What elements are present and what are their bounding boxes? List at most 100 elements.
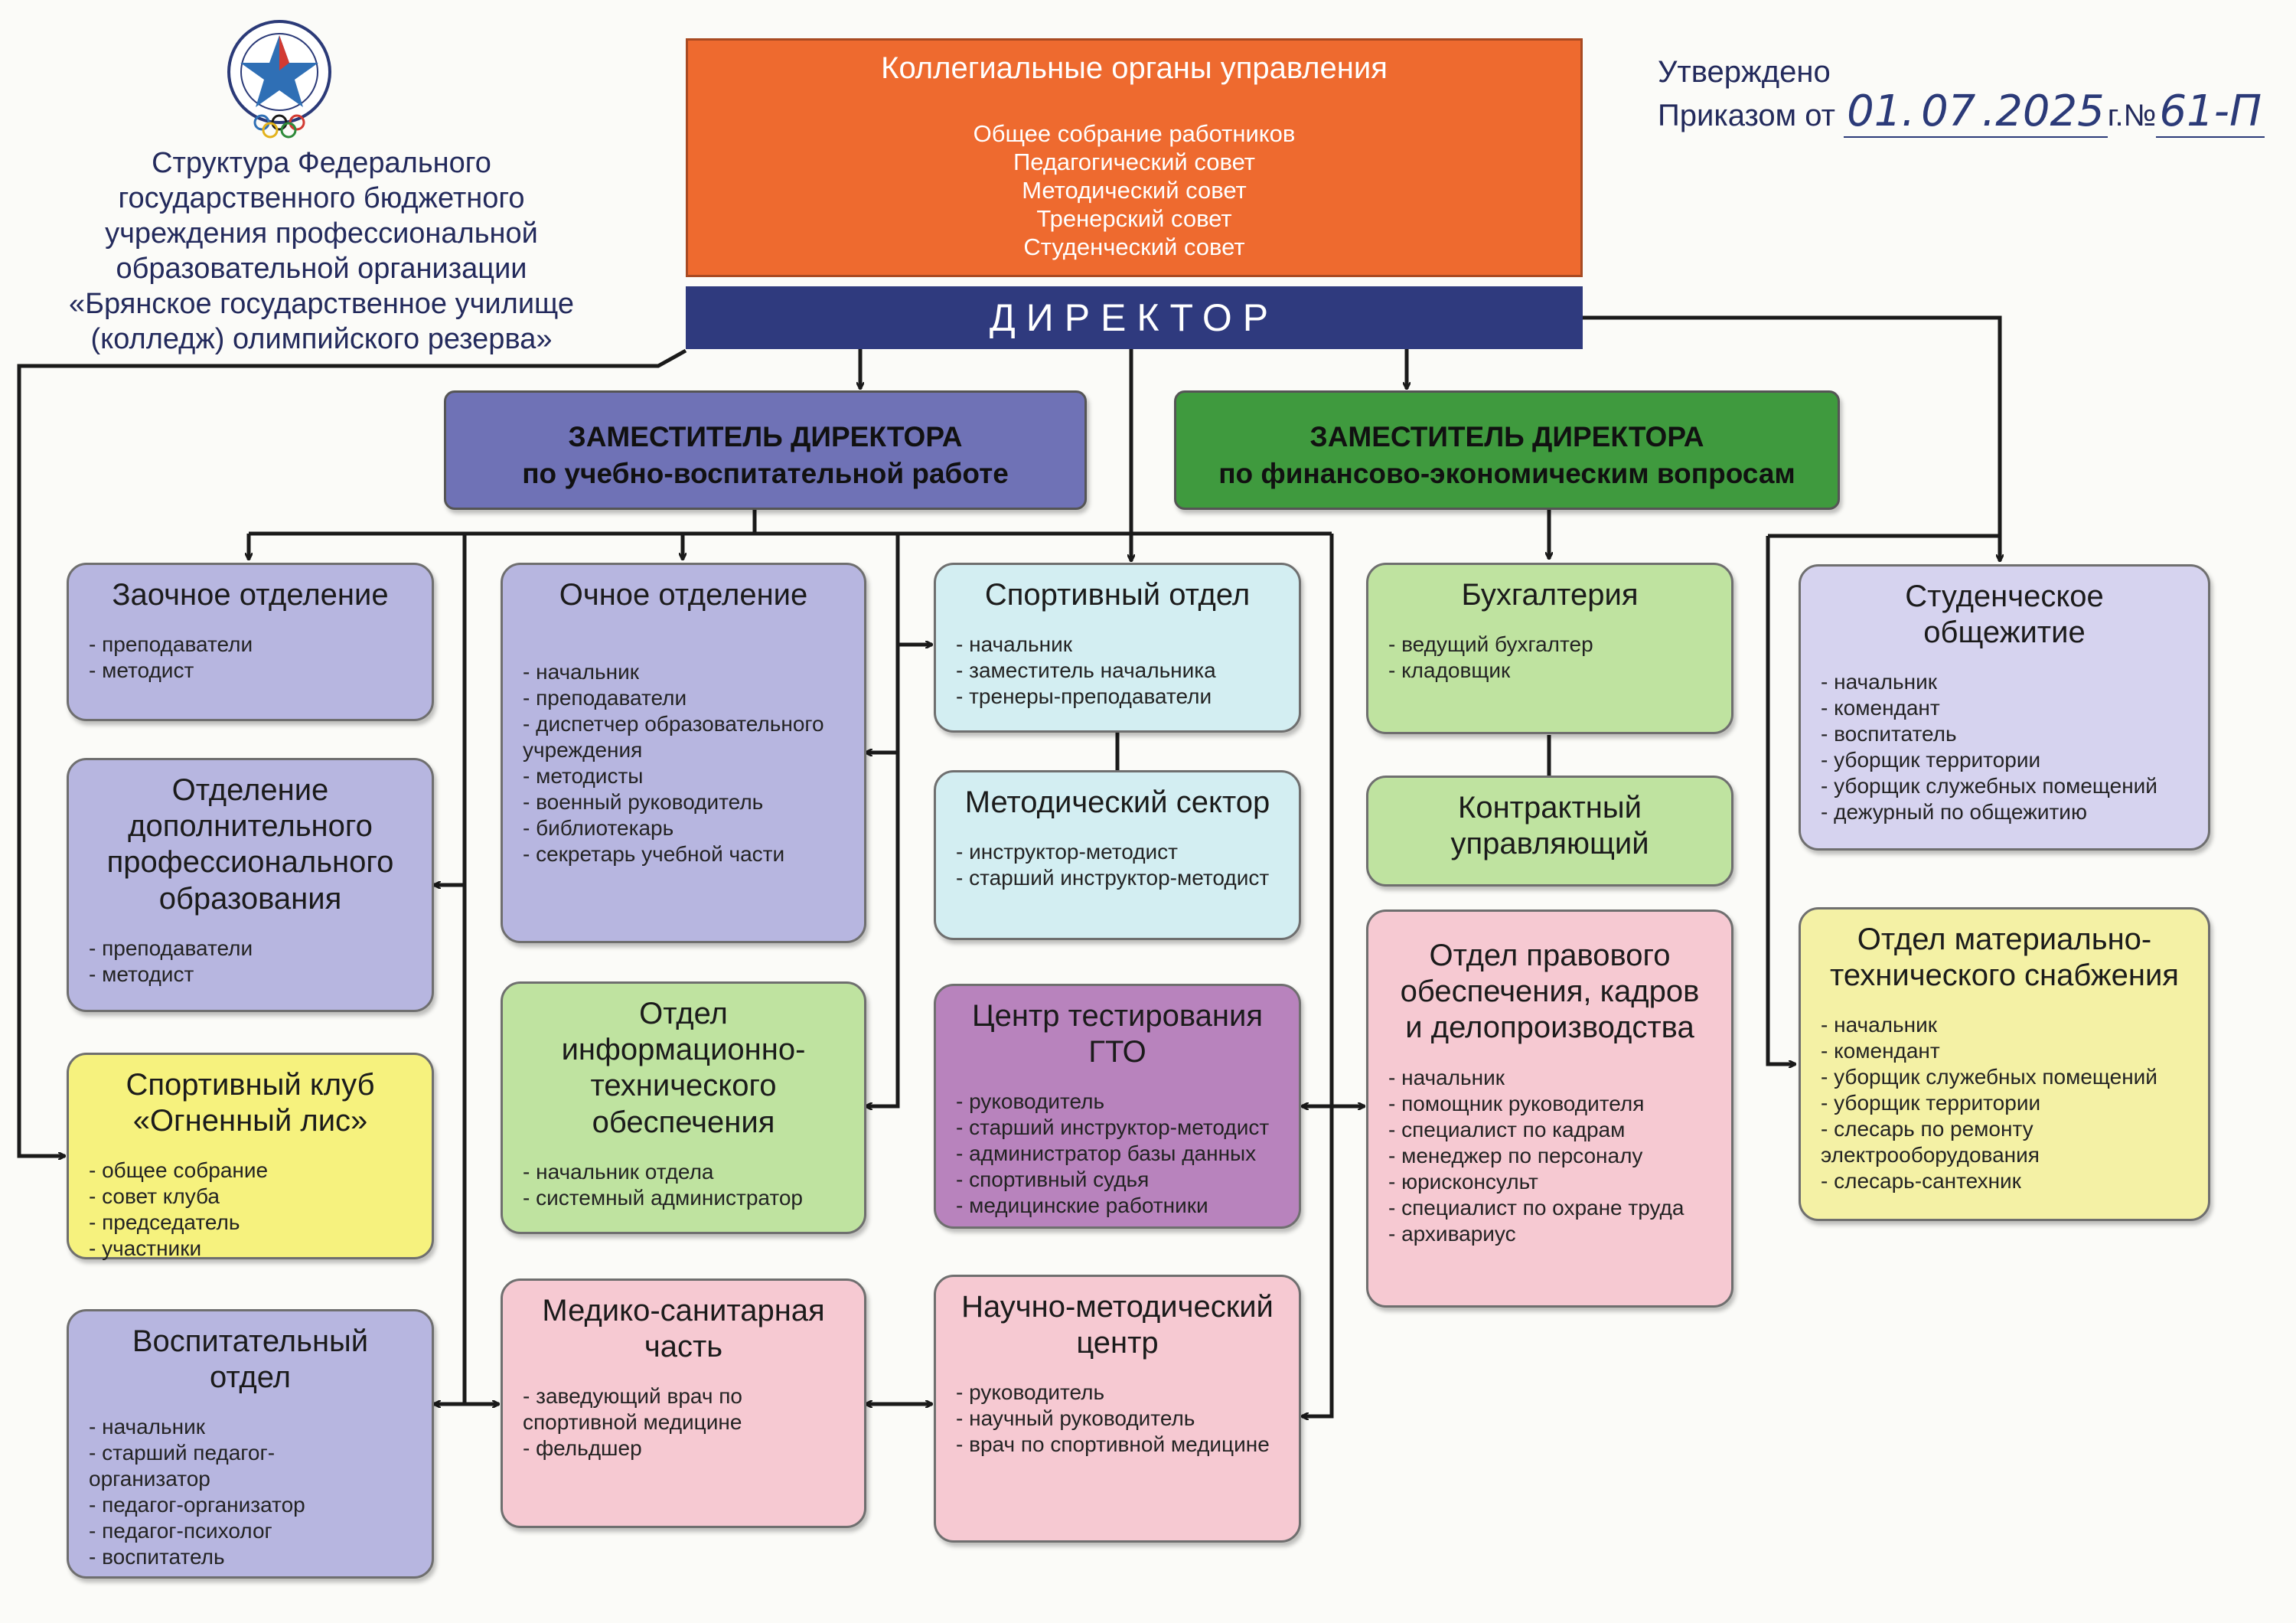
college-logo: [227, 20, 331, 139]
unit-list: - начальник - помощник руководителя - сп…: [1388, 1065, 1711, 1247]
approval-year: .2025: [1978, 87, 2108, 138]
unit-item: - специалист по кадрам: [1388, 1117, 1626, 1141]
approval-year-suffix: г.: [2107, 99, 2124, 132]
unit-item: - руководитель: [956, 1380, 1105, 1405]
unit-item: - тренеры-преподаватели: [956, 684, 1212, 709]
deputy-education-box: ЗАМЕСТИТЕЛЬ ДИРЕКТОРА по учебно-воспитат…: [444, 390, 1087, 510]
unit-contract-manager: Контрактный управляющий: [1366, 776, 1733, 887]
unit-item: - уборщик служебных помещений: [1821, 1065, 2157, 1089]
unit-dormitory: Студенческое общежитие - начальник - ком…: [1799, 564, 2210, 851]
unit-item: - старший инструктор-методист: [956, 866, 1270, 890]
unit-item: - спортивный судья: [956, 1167, 1150, 1192]
unit-item: - начальник: [1821, 670, 1937, 694]
unit-item: - архивариус: [1388, 1221, 1516, 1246]
unit-title: Спортивный клуб «Огненный лис»: [126, 1068, 375, 1138]
unit-item: - администратор базы данных: [956, 1141, 1257, 1166]
unit-title: Студенческое общежитие: [1905, 580, 2104, 650]
unit-ochnoe: Очное отделение - начальник - преподават…: [501, 563, 866, 943]
unit-item: - кладовщик: [1388, 658, 1511, 683]
approval-number: 61-П: [2156, 87, 2265, 138]
unit-medical: Медико-санитарная часть - заведующий вра…: [501, 1278, 866, 1528]
unit-item: - преподаватели: [89, 936, 253, 960]
unit-item: - научный руководитель: [956, 1406, 1195, 1431]
unit-title: Методический сектор: [964, 785, 1270, 819]
unit-item: - воспитатель: [1821, 722, 1957, 746]
unit-item: - начальник: [956, 632, 1072, 657]
unit-item: - начальник: [89, 1415, 205, 1439]
collegial-item: Методический совет: [1022, 177, 1247, 204]
unit-item: - ведущий бухгалтер: [1388, 632, 1593, 657]
unit-list: - начальник - преподаватели - диспетчер …: [523, 659, 844, 867]
unit-item: - диспетчер образовательного учреждения: [523, 712, 824, 763]
unit-vospitatelny: Воспитательный отдел - начальник - старш…: [67, 1309, 434, 1579]
unit-item: - начальник: [1821, 1013, 1937, 1037]
unit-item: - инструктор-методист: [956, 840, 1178, 864]
unit-title: Медико-санитарная часть: [542, 1294, 825, 1364]
unit-item: - секретарь учебной части: [523, 842, 785, 867]
unit-item: - уборщик служебных помещений: [1821, 774, 2157, 798]
unit-item: - врач по спортивной медицине: [956, 1432, 1270, 1457]
approval-line1: Утверждено: [1658, 55, 1831, 89]
collegial-list: Общее собрание работников Педагогический…: [688, 119, 1580, 261]
collegial-bodies-box: Коллегиальные органы управления Общее со…: [686, 38, 1583, 277]
unit-item: - комендант: [1821, 696, 1940, 720]
unit-item: - системный администратор: [523, 1185, 803, 1210]
unit-item: - дежурный по общежитию: [1821, 800, 2087, 825]
unit-title: Воспитательный отдел: [132, 1324, 369, 1395]
unit-item: - библиотекарь: [523, 816, 674, 841]
unit-item: - менеджер по персоналу: [1388, 1143, 1643, 1167]
unit-title: Отдел информационно- технического обеспе…: [561, 997, 806, 1139]
unit-method-sector: Методический сектор - инструктор-методис…: [934, 770, 1301, 940]
collegial-item: Студенческий совет: [1023, 233, 1245, 260]
unit-item: - руководитель: [956, 1089, 1105, 1114]
unit-item: - медицинские работники: [956, 1194, 1208, 1218]
unit-accounting: Бухгалтерия - ведущий бухгалтер - кладов…: [1366, 563, 1733, 734]
unit-item: - помощник руководителя: [1388, 1091, 1645, 1115]
deputy-education-line2: по учебно-воспитательной работе: [522, 458, 1009, 489]
unit-it: Отдел информационно- технического обеспе…: [501, 981, 866, 1234]
deputy-finance-line1: ЗАМЕСТИТЕЛЬ ДИРЕКТОРА: [1309, 421, 1704, 452]
unit-title: Контрактный управляющий: [1450, 791, 1649, 861]
unit-list: - общее собрание - совет клуба - председ…: [89, 1158, 412, 1262]
unit-item: - уборщик территории: [1821, 748, 2041, 772]
unit-item: - слесарь-сантехник: [1821, 1169, 2021, 1194]
unit-item: - заведующий врач по спортивной медицине: [523, 1384, 742, 1435]
unit-list: - преподаватели - методист: [89, 936, 412, 988]
director-box: ДИРЕКТОР: [686, 286, 1583, 349]
unit-list: - начальник - заместитель начальника - т…: [956, 632, 1279, 710]
unit-legal-hr: Отдел правового обеспечения, кадров и де…: [1366, 909, 1733, 1308]
unit-item: - начальник: [523, 660, 639, 684]
unit-item: - преподаватели: [89, 632, 253, 657]
approval-prefix: Приказом от: [1658, 99, 1835, 132]
unit-item: - воспитатель: [89, 1545, 225, 1569]
unit-supply: Отдел материально- технического снабжени…: [1799, 907, 2210, 1221]
unit-list: - начальник - комендант - уборщик служеб…: [1821, 1012, 2188, 1194]
unit-item: - уборщик территории: [1821, 1091, 2041, 1115]
unit-item: - преподаватели: [523, 686, 687, 710]
unit-item: - комендант: [1821, 1039, 1940, 1063]
unit-list: - начальник - старший педагог- организат…: [89, 1414, 412, 1570]
unit-item: - начальник отдела: [523, 1159, 714, 1184]
unit-list: - начальник отдела - системный администр…: [523, 1159, 844, 1211]
unit-list: - руководитель - научный руководитель - …: [956, 1380, 1279, 1458]
unit-title: Отдел материально- технического снабжени…: [1830, 923, 2179, 993]
unit-item: - методист: [89, 658, 194, 683]
deputy-finance-box: ЗАМЕСТИТЕЛЬ ДИРЕКТОРА по финансово-эконо…: [1174, 390, 1840, 510]
unit-list: - ведущий бухгалтер - кладовщик: [1388, 632, 1711, 684]
unit-item: - общее собрание: [89, 1158, 269, 1183]
deputy-finance-line2: по финансово-экономическим вопросам: [1218, 458, 1795, 489]
unit-item: - педагог-психолог: [89, 1519, 272, 1543]
unit-item: - методист: [89, 962, 194, 986]
unit-item: - заместитель начальника: [956, 658, 1216, 683]
unit-item: - слесарь по ремонту электрооборудования: [1821, 1117, 2040, 1167]
unit-list: - инструктор-методист - старший инструкт…: [956, 839, 1279, 891]
unit-title: Бухгалтерия: [1461, 578, 1639, 612]
unit-item: - начальник: [1388, 1065, 1505, 1089]
unit-dpo: Отделение дополнительного профессиональн…: [67, 758, 434, 1012]
unit-title: Спортивный отдел: [984, 578, 1251, 612]
unit-zaochnoe: Заочное отделение - преподаватели - мето…: [67, 563, 434, 721]
unit-gto: Центр тестирования ГТО - руководитель - …: [934, 984, 1301, 1229]
